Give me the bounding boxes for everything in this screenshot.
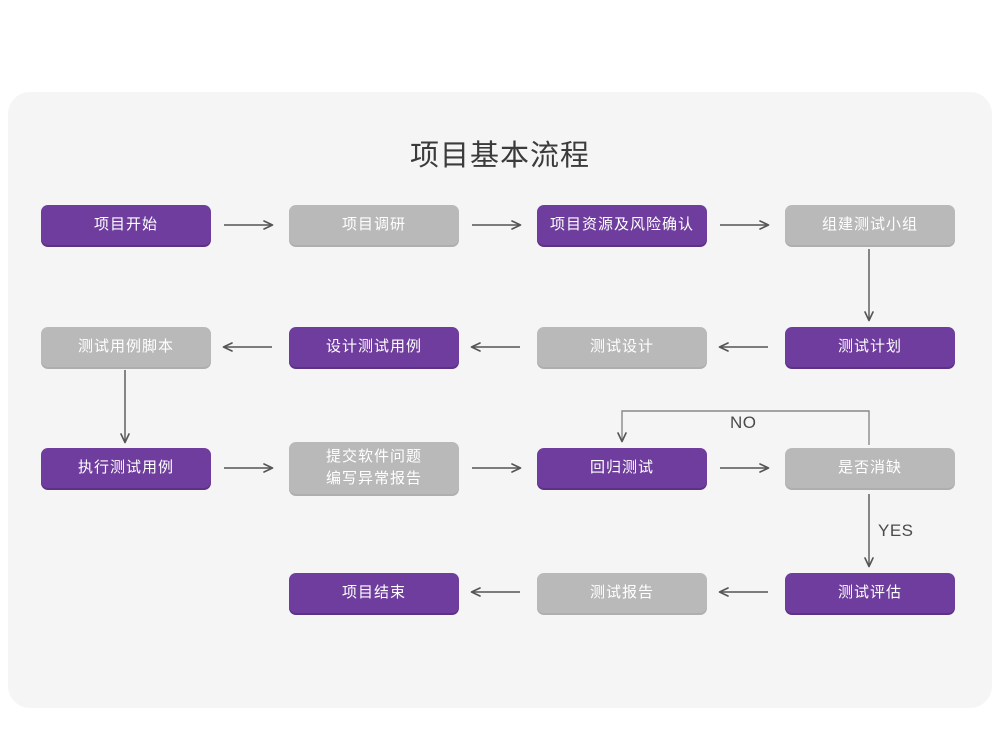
node-label: 项目开始 bbox=[93, 216, 158, 233]
node-label: 测试设计 bbox=[589, 338, 654, 355]
node-label: 测试计划 bbox=[837, 338, 902, 355]
node-project-end[interactable]: 项目结束 bbox=[289, 573, 459, 613]
node-label: 项目结束 bbox=[341, 584, 406, 601]
node-execute-test-case[interactable]: 执行测试用例 bbox=[41, 448, 211, 488]
node-label: 测试报告 bbox=[589, 584, 654, 601]
node-label: 测试评估 bbox=[837, 584, 902, 601]
node-label: 设计测试用例 bbox=[325, 338, 422, 355]
node-project-research[interactable]: 项目调研 bbox=[289, 205, 459, 245]
page-title: 项目基本流程 bbox=[409, 140, 590, 172]
node-test-plan[interactable]: 测试计划 bbox=[785, 327, 955, 367]
node-label: 执行测试用例 bbox=[77, 459, 174, 476]
node-label: 组建测试小组 bbox=[821, 216, 918, 233]
node-test-case-script[interactable]: 测试用例脚本 bbox=[41, 327, 211, 367]
node-defect-resolved-decision[interactable]: 是否消缺 bbox=[785, 448, 955, 488]
edge-label-no: NO bbox=[730, 413, 757, 432]
node-label: 提交软件问题 编写异常报告 bbox=[325, 448, 422, 487]
node-test-report[interactable]: 测试报告 bbox=[537, 573, 707, 613]
node-design-test-case[interactable]: 设计测试用例 bbox=[289, 327, 459, 367]
node-submit-issue-report[interactable]: 提交软件问题 编写异常报告 bbox=[289, 442, 459, 494]
node-resource-risk-confirm[interactable]: 项目资源及风险确认 bbox=[537, 205, 707, 245]
node-label: 测试用例脚本 bbox=[77, 338, 174, 355]
node-label: 是否消缺 bbox=[837, 459, 902, 476]
node-test-design[interactable]: 测试设计 bbox=[537, 327, 707, 367]
node-build-test-team[interactable]: 组建测试小组 bbox=[785, 205, 955, 245]
node-project-start[interactable]: 项目开始 bbox=[41, 205, 211, 245]
diagram-card bbox=[8, 92, 992, 708]
node-label: 项目资源及风险确认 bbox=[549, 216, 694, 233]
node-label: 回归测试 bbox=[589, 459, 654, 476]
node-label: 项目调研 bbox=[341, 216, 406, 233]
node-regression-test[interactable]: 回归测试 bbox=[537, 448, 707, 488]
node-test-evaluation[interactable]: 测试评估 bbox=[785, 573, 955, 613]
edge-label-yes: YES bbox=[878, 521, 914, 540]
